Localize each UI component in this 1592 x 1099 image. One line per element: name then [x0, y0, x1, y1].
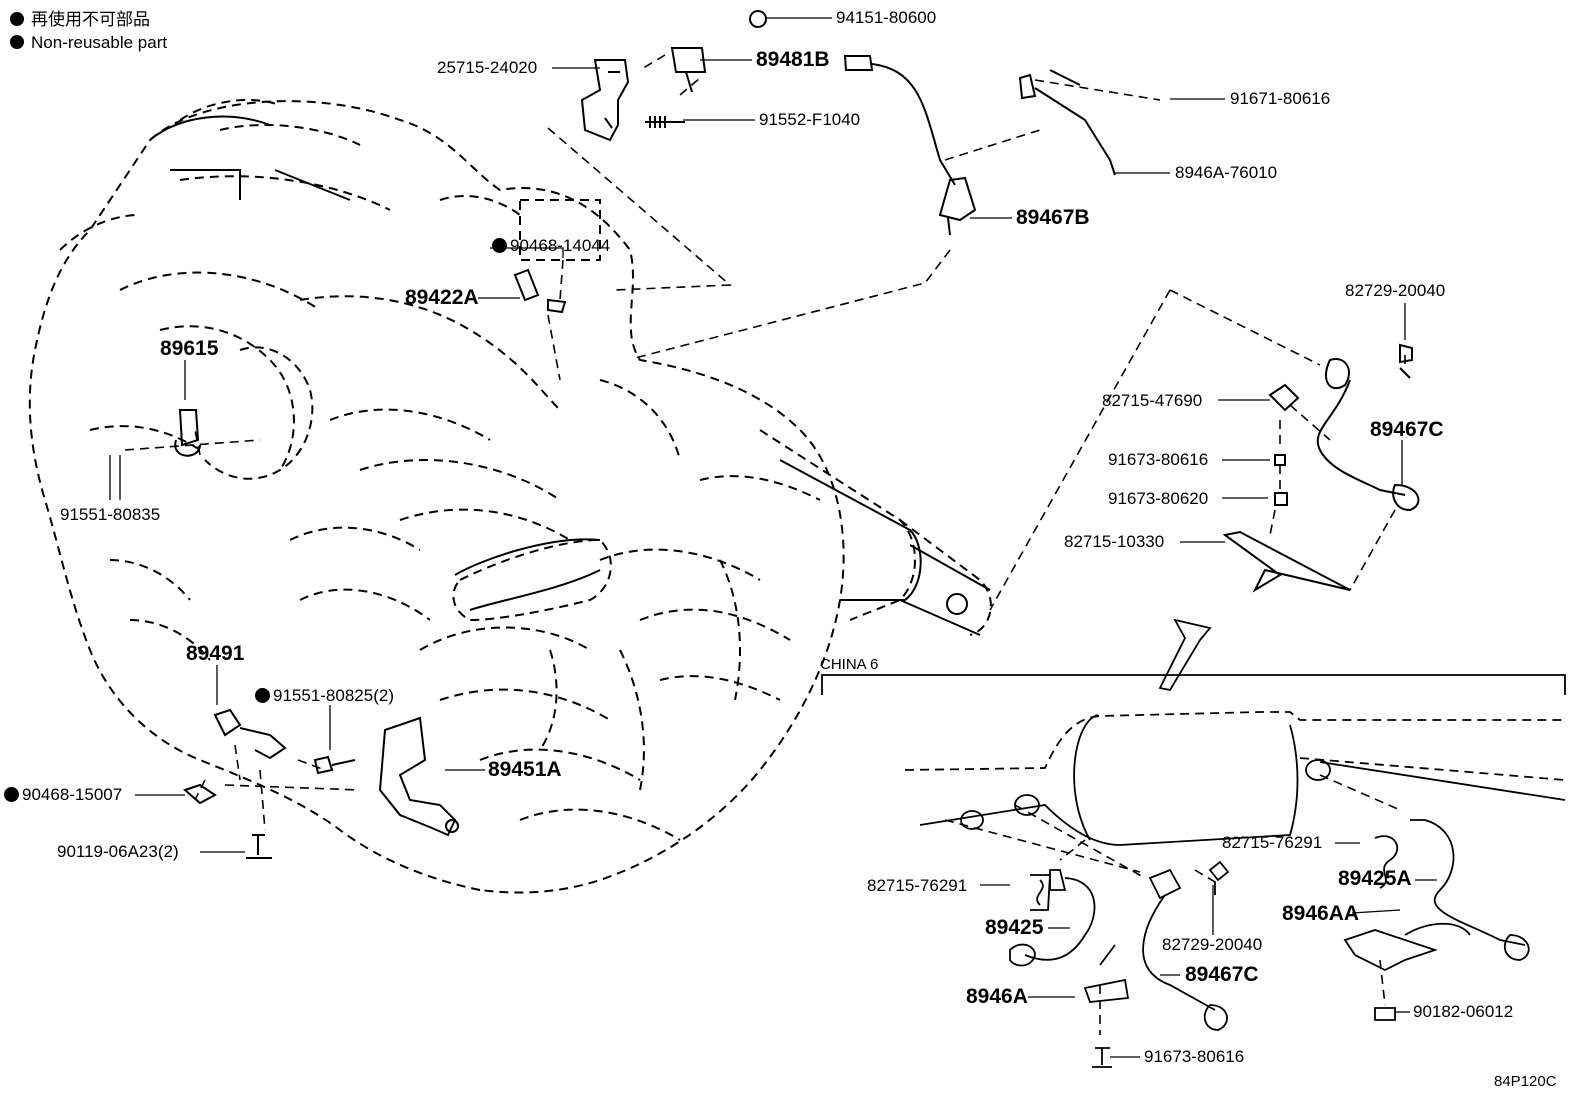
- non-reusable-dot-icon: [255, 688, 270, 703]
- part-label-89425[interactable]: 89425: [985, 916, 1044, 939]
- transmission-outline: [28, 99, 992, 894]
- part-label-91552-f1040[interactable]: 91552-F1040: [759, 110, 861, 129]
- part-label-94151-80600[interactable]: 94151-80600: [836, 8, 937, 27]
- part-label-89422a[interactable]: 89422A: [405, 286, 479, 309]
- part-label-91551-80825[interactable]: 91551-80825(2): [255, 686, 394, 706]
- part-label-8946a-76010[interactable]: 8946A-76010: [1175, 163, 1278, 182]
- part-label-89615[interactable]: 89615: [160, 337, 219, 360]
- part-label-91673-80616-a[interactable]: 91673-80616: [1108, 450, 1209, 469]
- part-label-90468-14044[interactable]: 90468-14044: [492, 236, 610, 256]
- part-label-91551-80835[interactable]: 91551-80835: [60, 505, 161, 524]
- black-dot-icon: [10, 35, 24, 49]
- part-label-89425a[interactable]: 89425A: [1338, 867, 1412, 890]
- non-reusable-dot-icon: [492, 238, 507, 253]
- part-label-91671-80616[interactable]: 91671-80616: [1230, 89, 1331, 108]
- part-label-89491[interactable]: 89491: [186, 642, 245, 665]
- sensor-parts: [174, 10, 1420, 859]
- part-label-82729-20040-top[interactable]: 82729-20040: [1345, 281, 1446, 300]
- part-label-89467c-bottom[interactable]: 89467C: [1185, 963, 1259, 986]
- china6-inset: [821, 618, 1566, 1068]
- part-label-89451a[interactable]: 89451A: [488, 758, 562, 781]
- part-label-82715-76291-left[interactable]: 82715-76291: [867, 876, 968, 895]
- legend: 再使用不可部品 Non-reusable part: [10, 8, 167, 54]
- non-reusable-dot-icon: [4, 787, 19, 802]
- part-label-25715-24020[interactable]: 25715-24020: [437, 58, 538, 77]
- diagram-code: 84P120C: [1494, 1073, 1557, 1090]
- part-label-82729-20040-bottom[interactable]: 82729-20040: [1162, 935, 1263, 954]
- part-label-8946aa[interactable]: 8946AA: [1282, 902, 1360, 925]
- part-label-82715-47690[interactable]: 82715-47690: [1102, 391, 1203, 410]
- part-label-82715-10330[interactable]: 82715-10330: [1064, 532, 1165, 551]
- part-label-89467c-top[interactable]: 89467C: [1370, 418, 1444, 441]
- part-label-89467b[interactable]: 89467B: [1016, 206, 1090, 229]
- part-label-90119-06a23[interactable]: 90119-06A23(2): [57, 842, 179, 861]
- transmission-solid-details: [149, 115, 991, 636]
- legend-item-non-reusable-en: Non-reusable part: [10, 31, 167, 54]
- part-label-91673-80616-b[interactable]: 91673-80616: [1144, 1047, 1245, 1066]
- leader-dashes: [124, 54, 1406, 1035]
- legend-item-non-reusable-jp: 再使用不可部品: [10, 8, 167, 31]
- part-label-90182-06012[interactable]: 90182-06012: [1413, 1002, 1514, 1021]
- black-dot-icon: [10, 12, 24, 26]
- part-label-82715-76291-right[interactable]: 82715-76291: [1222, 833, 1323, 852]
- part-label-89481b[interactable]: 89481B: [756, 48, 830, 71]
- part-label-90468-15007[interactable]: 90468-15007: [4, 785, 122, 805]
- part-label-8946a[interactable]: 8946A: [966, 985, 1028, 1008]
- leader-lines: [109, 17, 1437, 1058]
- section-label-china-6: CHINA 6: [820, 656, 879, 673]
- part-label-91673-80620[interactable]: 91673-80620: [1108, 489, 1209, 508]
